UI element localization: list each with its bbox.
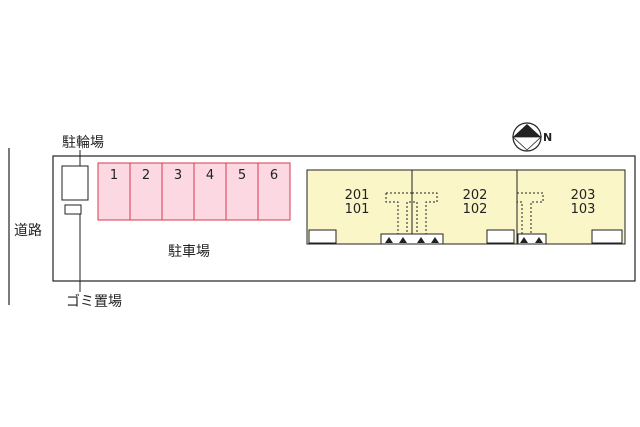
balcony	[591, 229, 623, 244]
parking-space-4	[193, 162, 227, 221]
entrance-marker	[385, 237, 393, 243]
parking-lot: 1 2 3 4 5 6	[97, 162, 291, 221]
staircase-outline	[412, 192, 438, 235]
entrance-marker	[417, 237, 425, 243]
road-label: 道路	[14, 223, 42, 239]
balcony	[308, 229, 337, 244]
staircase-outline	[385, 192, 412, 235]
parking-number: 6	[270, 168, 278, 183]
bicycle-parking	[61, 165, 89, 201]
entrance-corridor	[517, 233, 547, 245]
garbage-area	[64, 204, 82, 215]
entrance-marker	[535, 237, 543, 243]
parking-label: 駐車場	[168, 243, 210, 260]
unit-number-upper: 203	[571, 188, 596, 203]
parking-number: 3	[174, 168, 182, 183]
balcony	[486, 229, 515, 244]
parking-number: 2	[142, 168, 150, 183]
entrance-marker	[520, 237, 528, 243]
parking-number: 1	[110, 168, 118, 183]
unit-number-upper: 202	[463, 188, 488, 203]
entrance-marker	[431, 237, 439, 243]
north-arrow-icon	[511, 122, 543, 152]
parking-space-3	[161, 162, 195, 221]
parking-number: 4	[206, 168, 214, 183]
entrance-corridor	[380, 233, 444, 245]
unit-number-upper: 201	[345, 188, 370, 203]
parking-space-2	[129, 162, 163, 221]
unit-number-lower: 102	[463, 202, 488, 217]
apartment-building: 201 101 202 102 203 103	[306, 169, 626, 245]
parking-space-1	[97, 162, 131, 221]
north-label: N	[543, 131, 552, 144]
unit-number-lower: 103	[571, 202, 596, 217]
parking-space-6	[257, 162, 291, 221]
garbage-label: ゴミ置場	[66, 293, 122, 310]
parking-number: 5	[238, 168, 246, 183]
parking-space-5	[225, 162, 259, 221]
building-outline	[306, 169, 626, 245]
entrance-marker	[399, 237, 407, 243]
unit-number-lower: 101	[345, 202, 370, 217]
bicycle-parking-label: 駐輪場	[62, 134, 104, 151]
